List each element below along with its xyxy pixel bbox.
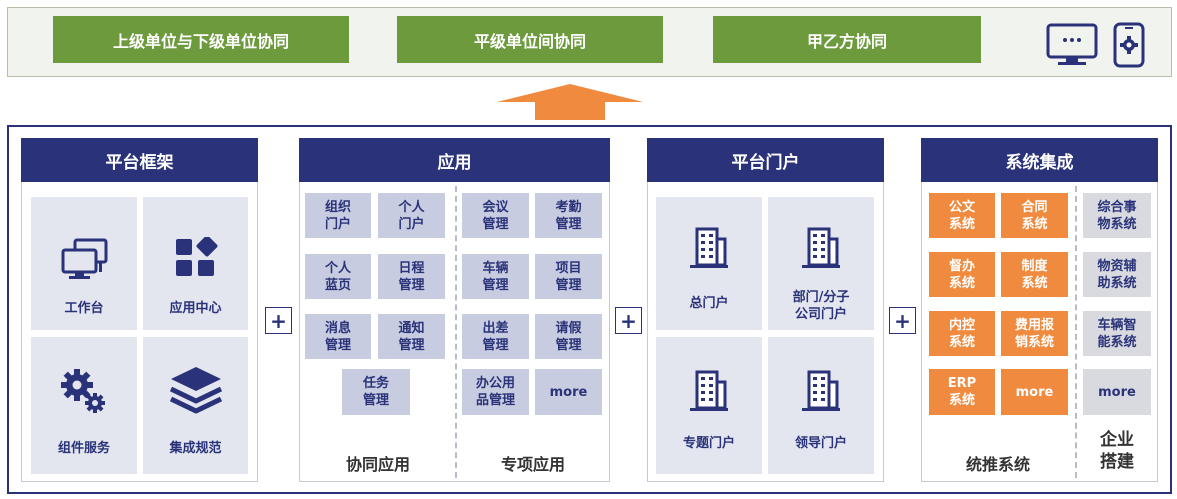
divider [455,186,457,478]
portal-label: 领导门户 [794,436,847,451]
gears-icon [59,367,107,419]
portal-label: 总门户 [689,296,729,311]
unified-systems-label: 统推系统 [965,455,1030,474]
system-item[interactable]: 物资辅 助系统 [1083,252,1151,297]
more-button[interactable]: more [535,369,602,415]
building-icon [689,225,729,273]
system-integration-title: 系统集成 [921,138,1158,182]
workbench-tile[interactable]: 工作台 [31,197,137,330]
portal-tile[interactable]: 领导门户 [768,337,874,474]
peer-collab-button[interactable]: 平级单位间协同 [397,16,663,63]
portal-tile[interactable]: 总门户 [656,197,762,330]
phone-icon [1113,22,1145,68]
system-item[interactable]: 内控 系统 [929,311,995,356]
system-item[interactable]: 综合事 物系统 [1083,193,1151,238]
building-icon [801,368,841,416]
system-item[interactable]: 费用报 销系统 [1001,311,1068,356]
app-item[interactable]: 办公用 品管理 [462,369,529,415]
up-arrow-icon [497,84,643,120]
workbench-label: 工作台 [64,301,104,316]
plus-icon: + [265,307,292,334]
portal-tile[interactable]: 专题门户 [656,337,762,474]
plus-icon: + [615,307,642,334]
app-grid-icon [174,235,218,283]
app-item[interactable]: 个人 蓝页 [305,254,371,299]
app-item[interactable]: 请假 管理 [535,314,602,359]
monitors-icon [60,238,110,284]
portal-label: 专题门户 [682,436,735,451]
app-item[interactable]: 考勤 管理 [535,193,602,238]
app-item[interactable]: 会议 管理 [462,193,529,238]
portal-label: 部门/分子 公司门户 [792,290,850,322]
app-item[interactable]: 日程 管理 [378,254,445,299]
layers-icon [169,365,223,419]
system-item[interactable]: 制度 系统 [1001,252,1068,297]
plus-icon: + [889,307,916,334]
app-item[interactable]: 个人 门户 [378,193,445,238]
component-service-tile[interactable]: 组件服务 [31,337,137,474]
component-service-label: 组件服务 [57,441,110,456]
superior-subordinate-collab-button[interactable]: 上级单位与下级单位协同 [53,16,349,63]
system-item[interactable]: ERP 系统 [929,369,995,415]
system-item[interactable]: 车辆智 能系统 [1083,311,1151,356]
building-icon [801,225,841,273]
integration-spec-label: 集成规范 [169,441,222,456]
app-center-tile[interactable]: 应用中心 [143,197,248,330]
system-item[interactable]: 督办 系统 [929,252,995,297]
platform-portal-title: 平台门户 [647,138,884,182]
building-icon [689,368,729,416]
app-item[interactable]: 通知 管理 [378,314,445,359]
enterprise-built-label: 企业 搭建 [1100,430,1134,472]
system-item[interactable]: 合同 系统 [1001,193,1068,238]
applications-title: 应用 [299,138,610,182]
app-item[interactable]: 车辆 管理 [462,254,529,299]
monitor-icon [1046,23,1098,67]
app-item[interactable]: 任务 管理 [342,369,410,415]
special-apps-label: 专项应用 [500,455,565,474]
more-button[interactable]: more [1083,369,1151,415]
integration-spec-tile[interactable]: 集成规范 [143,337,248,474]
collab-apps-label: 协同应用 [345,455,410,474]
portal-tile[interactable]: 部门/分子 公司门户 [768,197,874,330]
party-a-b-collab-button[interactable]: 甲乙方协同 [713,16,981,63]
app-center-label: 应用中心 [169,301,222,316]
more-button[interactable]: more [1001,369,1068,415]
divider [1075,186,1077,478]
app-item[interactable]: 组织 门户 [305,193,371,238]
app-item[interactable]: 出差 管理 [462,314,529,359]
system-item[interactable]: 公文 系统 [929,193,995,238]
platform-framework-title: 平台框架 [21,138,258,182]
app-item[interactable]: 消息 管理 [305,314,371,359]
app-item[interactable]: 项目 管理 [535,254,602,299]
